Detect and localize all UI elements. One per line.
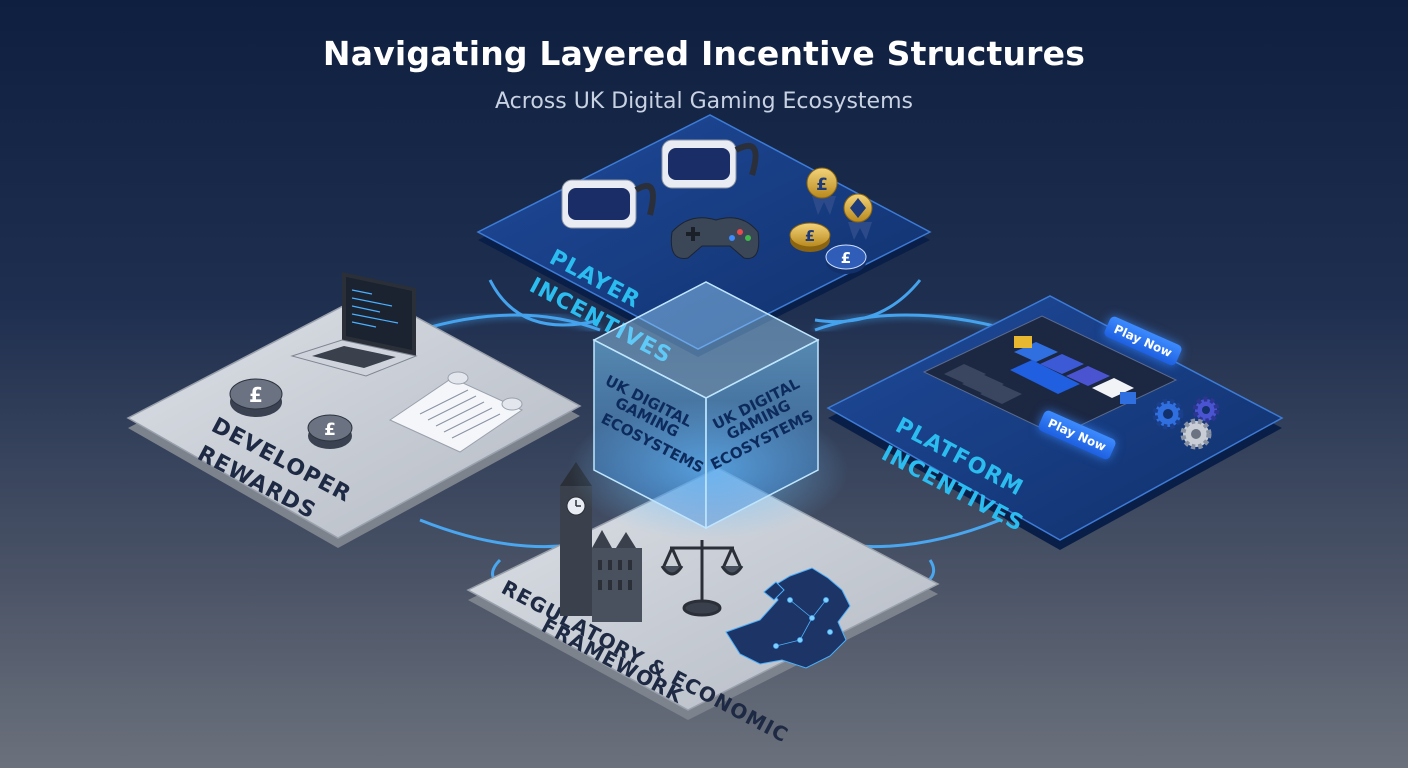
pound-coin-icon: £ [229,378,283,417]
pound-coin-icon: £ [825,244,867,274]
pound-coin-icon: £ [789,222,831,252]
pound-coin-icon: £ [307,414,353,449]
gamepad-icon [670,217,760,259]
laptop-icon [290,272,418,377]
central-ecosystem-cube: UK DIGITAL GAMING ECOSYSTEMS UK DIGITAL … [568,281,848,540]
award-badge-icon [843,193,873,240]
title: Navigating Layered Incentive Structures [322,34,1086,73]
vr-headset-icon [661,139,759,189]
svg-text:£: £ [816,175,828,195]
big-ben-icon [560,462,642,622]
award-badge-icon: £ [806,167,838,215]
gear-icon [1180,418,1212,450]
gear-icon [1152,398,1184,430]
scales-icon [660,540,744,617]
svg-text:£: £ [805,227,815,245]
svg-text:£: £ [249,383,263,407]
contract-scroll-icon [388,371,524,453]
uk-map-icon [725,567,851,669]
subtitle: Across UK Digital Gaming Ecosystems [495,89,913,114]
svg-text:£: £ [841,249,851,267]
svg-text:£: £ [324,420,336,440]
gear-icon [1192,396,1220,424]
developer-rewards-tile: DEVELOPER REWARDS [126,272,582,548]
vr-headset-icon [561,179,656,229]
game-store-panel [922,315,1178,437]
